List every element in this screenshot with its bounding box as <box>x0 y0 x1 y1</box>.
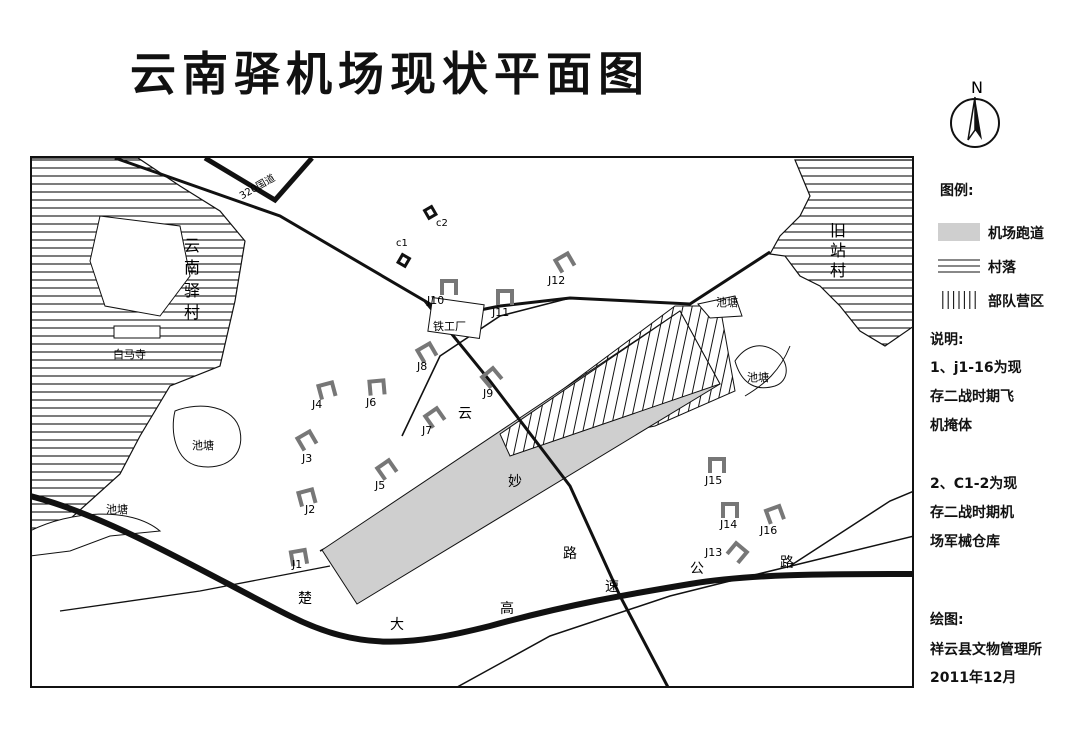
notes-heading: 说明: <box>930 332 964 348</box>
temple-label: 白马寺 <box>113 347 146 361</box>
shelter-label: J1 <box>291 558 302 571</box>
shelter-label: J11 <box>491 306 509 319</box>
shelter-label: J4 <box>311 398 322 411</box>
chuda-highway <box>31 493 913 645</box>
legend-label: 村落 <box>988 260 1016 276</box>
village-char: 村 <box>184 303 200 322</box>
highway-char: 路 <box>780 555 794 571</box>
shelter-label: J12 <box>547 274 565 287</box>
highway-char: 高 <box>500 600 514 617</box>
credit-org: 祥云县文物管理所 <box>930 642 1042 658</box>
road-320 <box>203 157 314 204</box>
shelter-label: J7 <box>421 424 432 437</box>
shelter-j14 <box>721 502 739 518</box>
note-1-line: 存二战时期飞 <box>930 389 1014 405</box>
note-2-line: 存二战时期机 <box>930 505 1014 521</box>
note-1-line: 1、j1-16为现 <box>930 360 1022 376</box>
shelter-j5 <box>374 457 399 481</box>
note-2-line: 场军械仓库 <box>930 534 1000 550</box>
pond-label: 池塘 <box>716 295 738 309</box>
shelter-j9 <box>479 365 504 390</box>
legend-label: 部队营区 <box>988 294 1044 310</box>
shelter-label: J9 <box>482 387 493 400</box>
village-char: 驿 <box>184 281 200 300</box>
yunmiao-char: 路 <box>563 546 577 562</box>
pond-label: 池塘 <box>106 502 128 516</box>
credit-heading: 绘图: <box>930 612 964 628</box>
shelter-j15 <box>708 457 726 473</box>
shelter-label: J15 <box>704 474 722 487</box>
depot-label: c2 <box>436 218 448 229</box>
village-char: 云 <box>184 236 200 255</box>
shelter-j1 <box>288 547 310 567</box>
factory-label: 铁工厂 <box>433 320 466 333</box>
note-2-line: 2、C1-2为现 <box>930 476 1018 492</box>
village-swatch <box>938 259 980 273</box>
shelter-j13 <box>725 540 750 565</box>
highway-char: 速 <box>605 579 619 595</box>
shelter-j11 <box>496 289 514 305</box>
yunmiao-char: 妙 <box>508 474 522 490</box>
yunmiao-char: 云 <box>458 406 472 422</box>
village-char: 南 <box>184 258 200 277</box>
shelter-label: J5 <box>374 479 385 492</box>
legend-title: 图例: <box>940 183 974 199</box>
highway-char: 大 <box>390 617 404 633</box>
pond-label: 池塘 <box>192 438 214 452</box>
shelter-j4 <box>315 379 338 401</box>
shelter-label: J16 <box>759 524 777 537</box>
shelter-label: J14 <box>719 518 737 531</box>
shelter-j3 <box>294 428 319 452</box>
runway-swatch <box>938 223 980 241</box>
village-jiuzhan <box>769 159 913 347</box>
north-label: N <box>971 78 983 97</box>
shelter-j6 <box>367 378 387 396</box>
depot-c2 <box>422 204 439 221</box>
shelter-j12 <box>552 250 577 274</box>
camp-swatch <box>942 291 976 309</box>
shelter-label: J6 <box>365 396 376 409</box>
shelter-j8 <box>414 340 439 364</box>
shelter-group <box>288 250 786 567</box>
north-arrow-icon <box>967 96 976 141</box>
depot-c1 <box>395 252 412 269</box>
map-title: 云南驿机场现状平面图 <box>130 47 650 101</box>
shelter-j16 <box>763 503 786 525</box>
highway-char: 楚 <box>298 591 312 607</box>
pond-label: 池塘 <box>747 370 769 384</box>
note-1-line: 机掩体 <box>930 418 972 434</box>
north-arrow: N <box>946 76 1006 160</box>
depot-label: c1 <box>396 238 408 249</box>
highway-char: 公 <box>690 561 704 577</box>
credit-date: 2011年12月 <box>930 670 1017 686</box>
old-station-char: 村 <box>830 261 846 280</box>
shelter-label: J2 <box>304 503 315 516</box>
shelter-j2 <box>295 486 318 508</box>
shelter-label: J13 <box>704 546 722 559</box>
shelter-label: J8 <box>416 360 427 373</box>
shelter-j7 <box>422 405 447 429</box>
shelter-label: J3 <box>301 452 312 465</box>
shelter-j10 <box>440 279 458 295</box>
airport-map: 云 南 驿 村 旧 站 村 白马寺 池塘 池塘 池塘 池塘 铁工厂 320国道 … <box>30 156 915 695</box>
old-station-char: 旧 <box>830 221 846 240</box>
old-station-char: 站 <box>830 241 846 260</box>
shelter-label: J10 <box>426 294 444 307</box>
legend-label: 机场跑道 <box>988 226 1044 242</box>
